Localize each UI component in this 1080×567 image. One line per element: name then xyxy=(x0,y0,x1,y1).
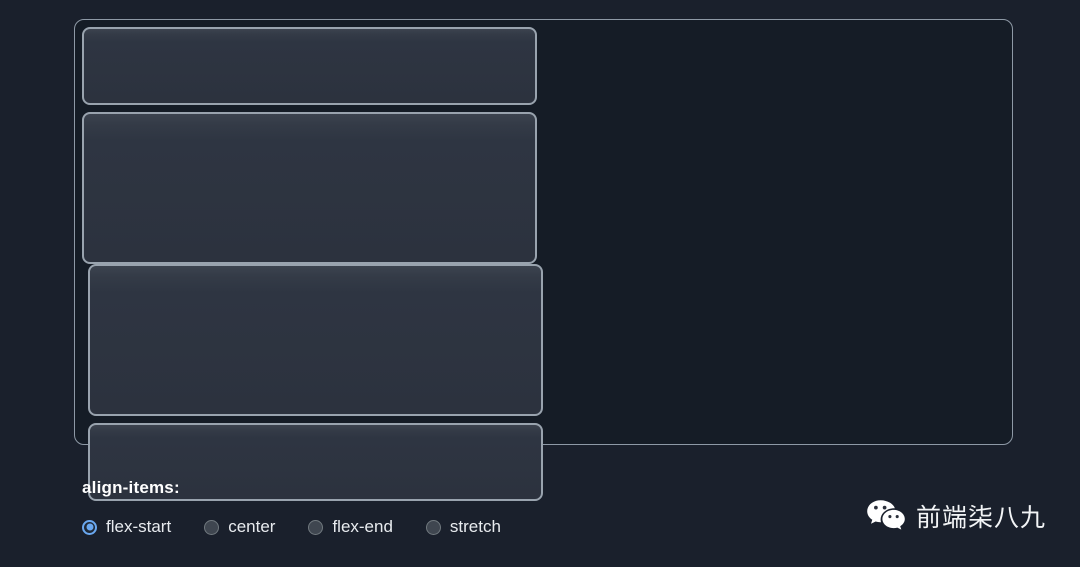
flex-item-box-a[interactable] xyxy=(82,27,537,105)
radio-dot-center[interactable] xyxy=(204,519,220,535)
flex-item-box-c[interactable] xyxy=(82,112,537,264)
radio-label-flex-end: flex-end xyxy=(332,517,393,536)
radio-dot-flex-end[interactable] xyxy=(308,519,324,535)
radio-label-flex-start: flex-start xyxy=(106,517,172,536)
flex-column-left xyxy=(82,27,545,264)
flex-item-box-d[interactable] xyxy=(88,423,543,501)
watermark-text: 前端柒八九 xyxy=(915,503,1046,532)
radio-option-flex-start[interactable]: flex-start xyxy=(82,517,171,537)
controls-label: align-items: xyxy=(82,478,180,497)
flex-item-box-b[interactable] xyxy=(88,264,543,416)
radio-option-flex-end[interactable]: flex-end xyxy=(308,517,393,537)
align-items-radio-group: flex-start center flex-end stretch xyxy=(82,517,782,537)
wechat-icon xyxy=(866,498,906,534)
radio-option-center[interactable]: center xyxy=(204,517,275,537)
radio-label-stretch: stretch xyxy=(449,517,501,536)
radio-option-stretch[interactable]: stretch xyxy=(425,517,501,537)
watermark: 前端柒八九 xyxy=(866,498,1046,534)
flex-demo-container xyxy=(74,19,1013,501)
radio-label-center: center xyxy=(228,517,276,536)
align-items-controls: align-items: flex-start center flex-end … xyxy=(82,478,782,537)
radio-dot-flex-start[interactable] xyxy=(82,519,97,535)
radio-dot-stretch[interactable] xyxy=(425,519,441,535)
flex-column-right xyxy=(82,264,544,501)
